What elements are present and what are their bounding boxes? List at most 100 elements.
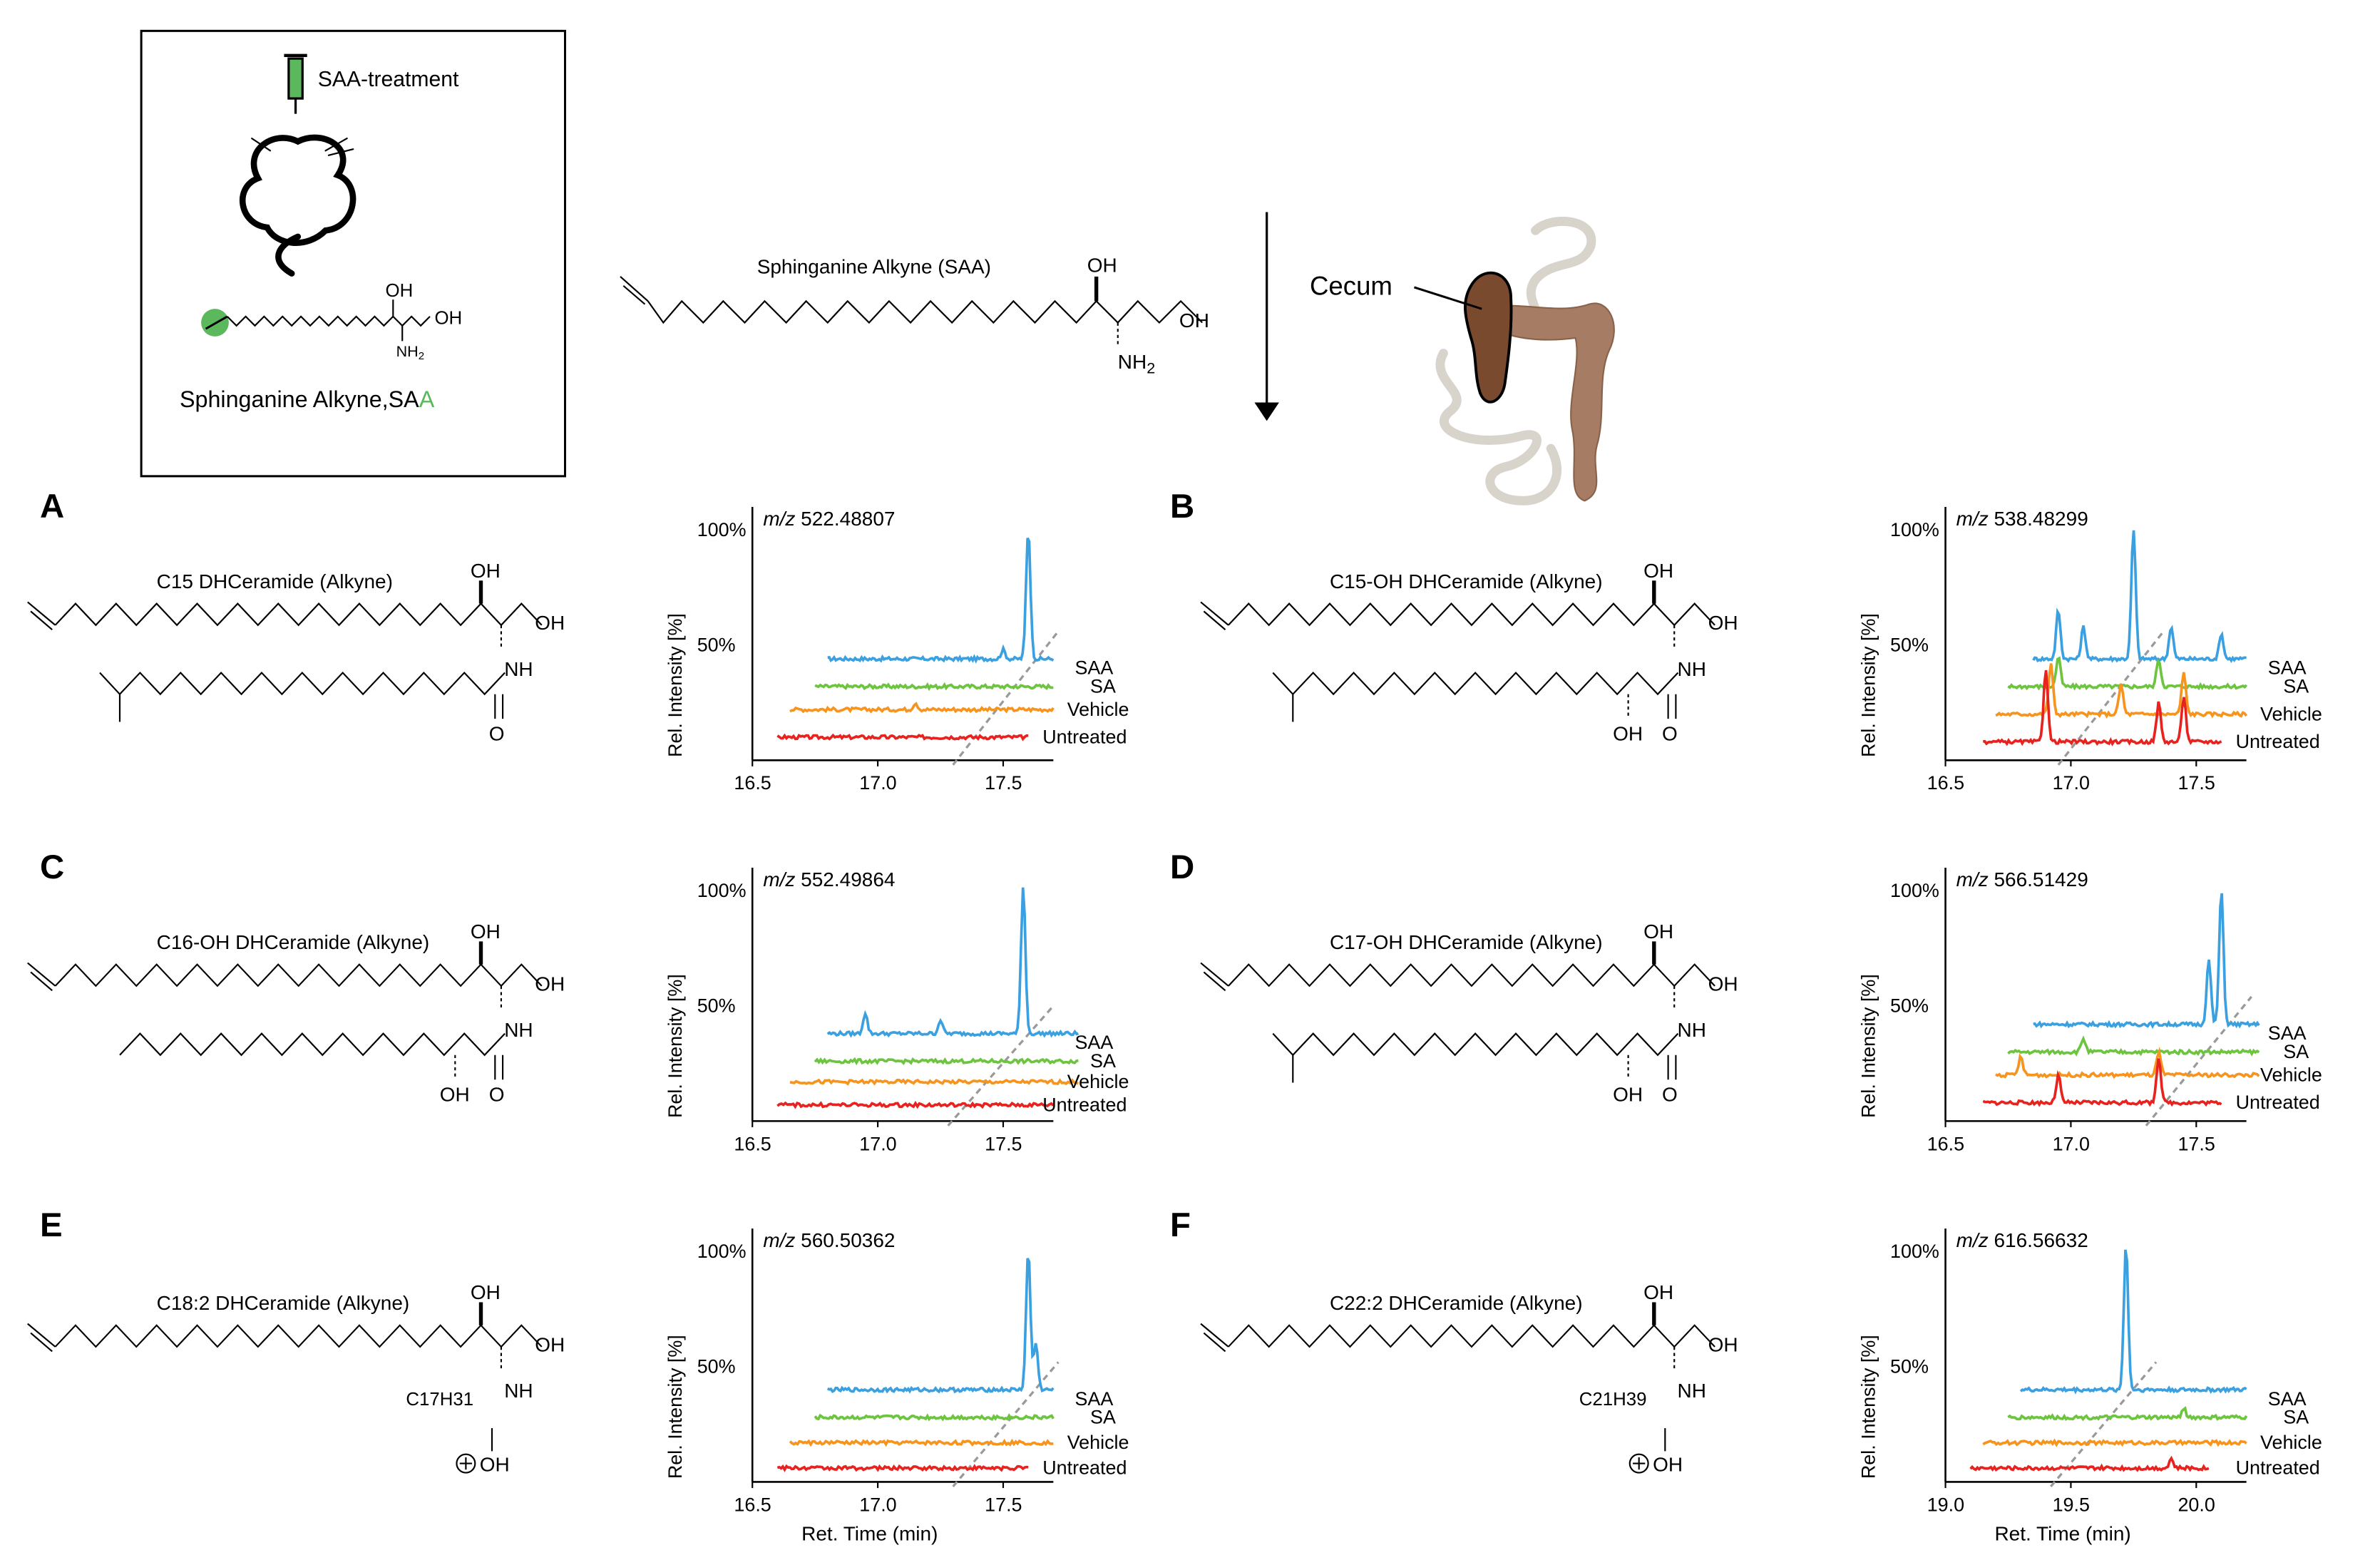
- series-line-vehicle: [789, 1078, 1079, 1086]
- x-tick-label: 16.5: [734, 1494, 771, 1515]
- oh-label: OH: [471, 1281, 501, 1303]
- series-line-sa: [814, 1412, 1055, 1422]
- y-axis-label: Rel. Intensity [%]: [665, 1335, 686, 1479]
- series-line-vehicle: [1995, 1046, 2260, 1079]
- series-line-saa: [2033, 893, 2260, 1030]
- inset-oh2-label: OH: [434, 309, 462, 329]
- sphingoid-chain: [1228, 602, 1715, 627]
- nh-label: NH: [1678, 658, 1706, 680]
- series-label-sa: SA: [1090, 1050, 1116, 1072]
- panel-letter: D: [1170, 848, 1194, 886]
- alkyne-bond: [30, 1332, 53, 1353]
- alkyne-bond: [30, 971, 53, 992]
- y-tick-label: 100%: [1890, 880, 1939, 901]
- series-label-vehicle: Vehicle: [2260, 1432, 2322, 1453]
- main-saa-title: Sphinganine Alkyne (SAA): [757, 256, 991, 278]
- main-oh2-label: OH: [1179, 309, 1209, 332]
- series-label-sa: SA: [2283, 676, 2309, 697]
- oh-label: OH: [1643, 1281, 1673, 1303]
- series-line-vehicle: [789, 1438, 1054, 1447]
- inset-saa-structure: OH OH NH2: [201, 281, 462, 362]
- syringe-icon: [284, 53, 307, 114]
- panel-letter: F: [1170, 1206, 1191, 1244]
- mz-value: 560.50362: [801, 1229, 895, 1251]
- mouse-icon: [239, 134, 357, 277]
- oh-label: OH: [480, 1453, 510, 1475]
- series-label-sa: SA: [1090, 676, 1116, 697]
- mz-label: m/z 522.48807: [763, 508, 895, 530]
- oh-label: OH: [535, 612, 565, 634]
- inset-nh2-label: NH2: [396, 343, 424, 362]
- x-tick-label: 17.5: [2178, 1133, 2215, 1154]
- mz-value: 522.48807: [801, 508, 895, 530]
- acyl-chain: [1292, 1032, 1679, 1057]
- acyl-formula-label: C17H31: [406, 1390, 473, 1410]
- acyl-chain: [1292, 671, 1679, 696]
- down-arrow: [1254, 212, 1279, 421]
- mz-prefix: m/z: [1956, 1229, 1994, 1251]
- mz-label: m/z 616.56632: [1956, 1229, 2088, 1251]
- y-axis-label: Rel. Intensity [%]: [665, 613, 686, 757]
- inset-frame: [140, 29, 567, 478]
- cecum-shape: [1464, 271, 1513, 404]
- alkyne-bond: [30, 610, 53, 631]
- series-label-untreated: Untreated: [2236, 1092, 2320, 1113]
- series-line-vehicle: [789, 702, 1055, 714]
- carbonyl-o-label: O: [1662, 722, 1678, 744]
- retention-guide-line: [947, 1005, 1055, 1127]
- alkyne-bond: [27, 962, 56, 987]
- mz-prefix: m/z: [763, 508, 801, 530]
- iso-branch: [1272, 1032, 1294, 1056]
- series-line-saa: [826, 1258, 1055, 1394]
- series-label-vehicle: Vehicle: [1067, 699, 1129, 720]
- panel-letter: C: [40, 848, 64, 886]
- x-tick-label: 20.0: [2178, 1494, 2215, 1515]
- alkyne-bond: [1203, 971, 1226, 992]
- nh-label: NH: [1678, 1380, 1706, 1402]
- cecum-label: Cecum: [1310, 272, 1392, 301]
- oh-label: OH: [1613, 1083, 1643, 1105]
- series-line-vehicle: [1995, 663, 2248, 719]
- compound-name: C16-OH DHCeramide (Alkyne): [157, 931, 430, 953]
- alkyne-bond: [1200, 962, 1229, 987]
- compound-name: C15 DHCeramide (Alkyne): [157, 570, 393, 592]
- y-tick-label: 100%: [1890, 519, 1939, 540]
- oh-label: OH: [1653, 1453, 1683, 1475]
- mz-value: 538.48299: [1994, 508, 2088, 530]
- carbonyl-o-label: O: [1662, 1083, 1678, 1105]
- x-tick-label: 16.5: [1927, 1133, 1964, 1154]
- oh-label: OH: [1708, 612, 1738, 634]
- x-tick-label: 17.0: [859, 1494, 896, 1515]
- mz-label: m/z 566.51429: [1956, 868, 2088, 891]
- oh-label: OH: [1708, 973, 1738, 995]
- charge-plus-icon: [1628, 1453, 1649, 1474]
- series-line-saa: [2032, 530, 2247, 663]
- mz-value: 552.49864: [801, 868, 895, 891]
- alkyne-bond: [1200, 601, 1229, 626]
- series-label-untreated: Untreated: [2236, 1457, 2320, 1479]
- series-label-saa: SAA: [1074, 1388, 1113, 1410]
- nh-label: NH: [504, 1380, 533, 1402]
- oh-label: OH: [1708, 1333, 1738, 1355]
- series-line-untreated: [776, 1464, 1029, 1472]
- x-tick-label: 19.5: [2053, 1494, 2090, 1515]
- x-tick-label: 17.0: [2053, 772, 2090, 794]
- compound-name: C15-OH DHCeramide (Alkyne): [1330, 570, 1603, 592]
- panel-letter: B: [1170, 488, 1194, 525]
- inset-oh-label: OH: [386, 281, 414, 301]
- series-label-sa: SA: [2283, 1407, 2309, 1428]
- main-oh-label: OH: [1087, 254, 1117, 276]
